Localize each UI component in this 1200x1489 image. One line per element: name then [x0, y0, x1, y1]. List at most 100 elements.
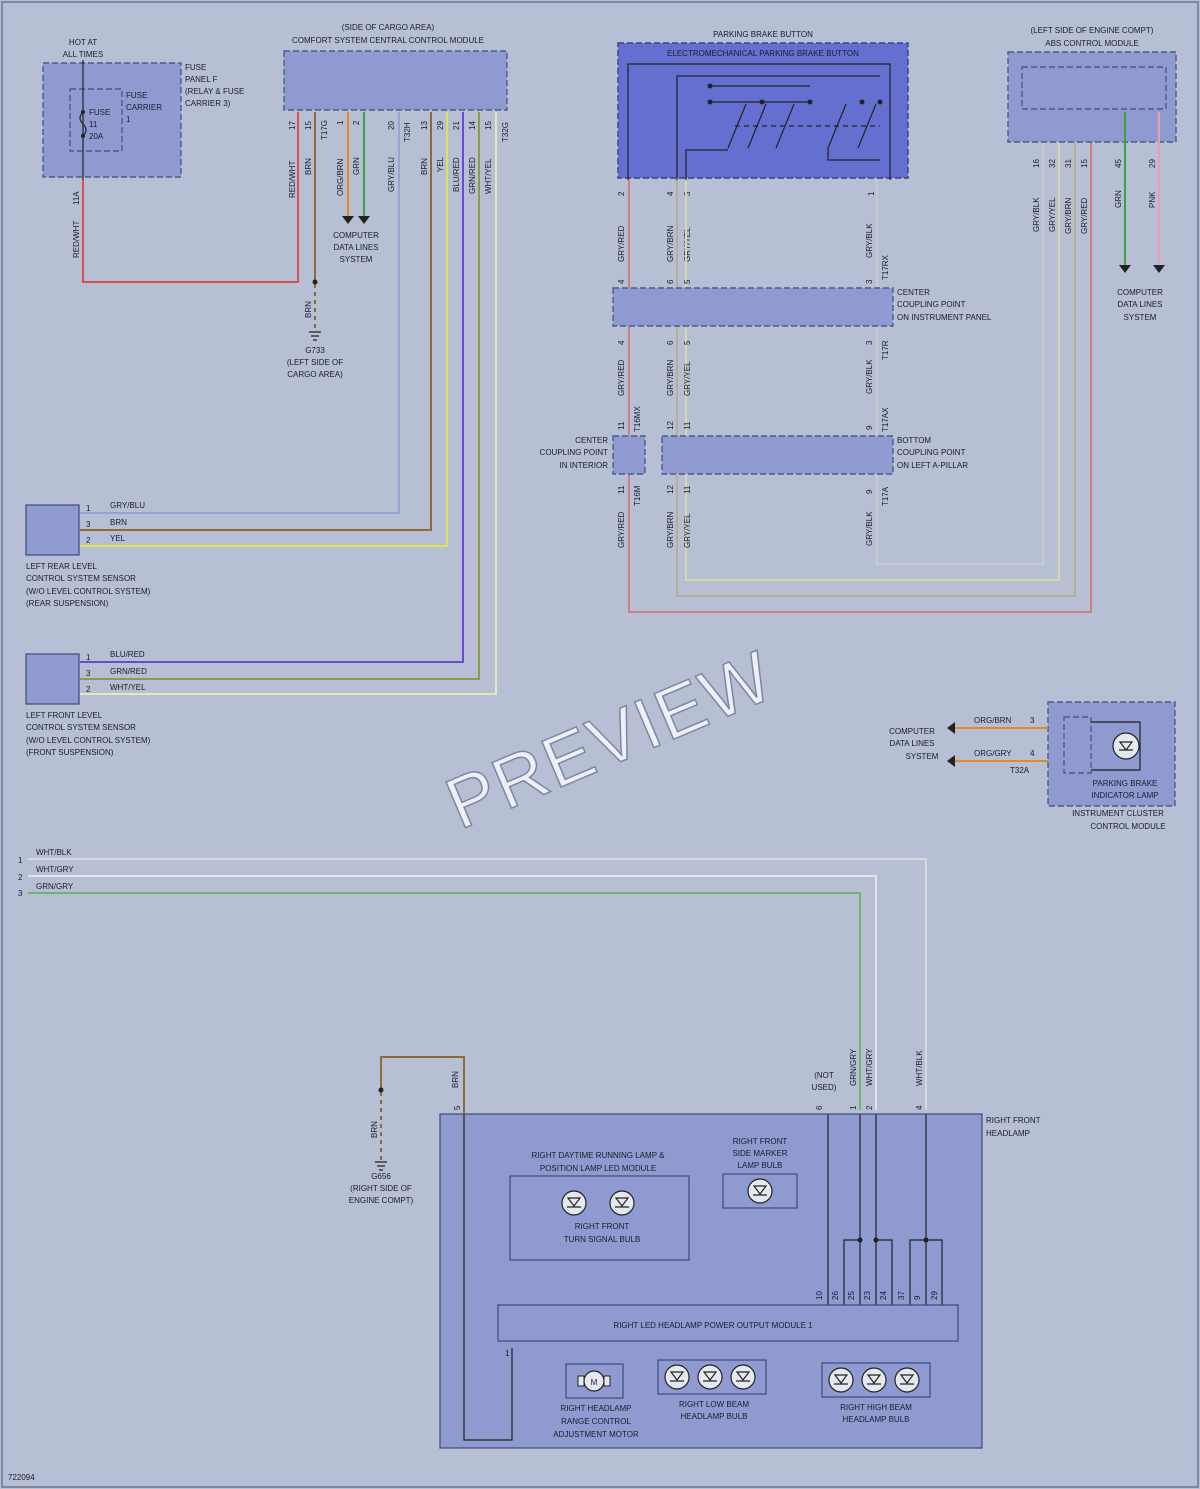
- cdl-1-label-3: SYSTEM: [340, 255, 373, 264]
- pm-pin-10: 10: [815, 1291, 824, 1300]
- not-used-label-2: USED): [812, 1083, 837, 1092]
- comfort-pin-15: 15: [304, 121, 313, 130]
- hl-splice-3: [923, 1237, 929, 1243]
- arrow-ic-2: [947, 755, 955, 767]
- comfort-conn-t32h: T32H: [403, 122, 412, 142]
- comfort-wire-blu-red: BLU/RED: [452, 157, 461, 192]
- drl-label-2: POSITION LAMP LED MODULE: [540, 1164, 656, 1173]
- fuse-panel: HOT AT ALL TIMES FUSE PANEL F (RELAY & F…: [42, 38, 244, 258]
- hl-wire-grn-gry: GRN/GRY: [849, 1048, 858, 1086]
- ic-module-label-1: INSTRUMENT CLUSTER: [1072, 809, 1164, 818]
- hl-wire-wht-blk: WHT/BLK: [915, 1050, 924, 1086]
- headlamp-box: [439, 1113, 983, 1449]
- motor-box: [565, 1363, 624, 1399]
- comfort-wire-grn: GRN: [352, 157, 361, 175]
- cdl-1-label-1: COMPUTER: [333, 231, 379, 240]
- g656-label-3: ENGINE COMPT): [349, 1196, 414, 1205]
- hl-line-pin2: [875, 1114, 893, 1305]
- sm-label-1: RIGHT FRONT: [733, 1137, 788, 1146]
- ic-lamp-loop: [1091, 721, 1141, 771]
- motor-label-3: ADJUSTMENT MOTOR: [553, 1430, 639, 1439]
- left-wire-wht-blk: WHT/BLK: [36, 848, 72, 857]
- pb-title: PARKING BRAKE BUTTON: [713, 30, 813, 39]
- headlamp-label-1: RIGHT FRONT: [986, 1116, 1041, 1125]
- ic-led-symbol: [1118, 741, 1134, 751]
- pb-wire-gry-red-1: GRY/RED: [617, 225, 626, 262]
- carrier-label-2: CARRIER: [126, 103, 162, 112]
- hl-wire-brn: BRN: [451, 1071, 460, 1088]
- pb-conn-t16m: T16M: [633, 485, 642, 506]
- side-marker-icon: [747, 1178, 773, 1204]
- high-beam-led-3: [894, 1367, 920, 1393]
- arrow-grn: [358, 216, 370, 224]
- cdl-2-label-2: DATA LINES: [1117, 300, 1162, 309]
- c1b-pin-3: 3: [865, 340, 874, 345]
- rear-pin-2: 2: [86, 536, 91, 545]
- wire-red-wht-fuse: [82, 112, 299, 283]
- g656-label-1: G656: [371, 1172, 391, 1181]
- headlamp-label-2: HEADLAMP: [986, 1129, 1030, 1138]
- bottom-coupling-box: [661, 435, 894, 475]
- comfort-pin-14: 14: [468, 121, 477, 130]
- c2-pin-12: 12: [666, 421, 675, 430]
- comfort-pin-17: 17: [288, 121, 297, 130]
- drl-led-icon-2: [609, 1190, 635, 1216]
- abs-wire-gry-blk: GRY/BLK: [1032, 197, 1041, 232]
- pb-wire-gry-blk-1: GRY/BLK: [865, 223, 874, 258]
- pb-wire-gry-blk-2: GRY/BLK: [865, 359, 874, 394]
- front-wire-wht-yel: WHT/YEL: [110, 683, 146, 692]
- rear-sensor-box: [25, 504, 80, 556]
- pb-dot-2: [707, 99, 713, 105]
- high-beam-led-2: [861, 1367, 887, 1393]
- pb-inner-label: ELECTROMECHANICAL PARKING BRAKE BUTTON: [667, 49, 859, 58]
- fuse-label-2: 11: [89, 120, 98, 129]
- pb-wire-gry-brn-2: GRY/BRN: [666, 359, 675, 396]
- ic-pin-3: 3: [1030, 716, 1035, 725]
- pm-pin-25: 25: [847, 1291, 856, 1300]
- pb-wire-gry-yel-2: GRY/YEL: [683, 361, 692, 396]
- pb-wire-gry-yel-1: GRY/YEL: [683, 227, 692, 262]
- pb-conn-t17ax: T17AX: [881, 407, 890, 432]
- motor-glyph: M: [591, 1378, 598, 1387]
- sm-label-2: SIDE MARKER: [732, 1149, 787, 1158]
- g733-ground-symbol: [309, 331, 321, 341]
- c2b-pin-12: 12: [666, 485, 675, 494]
- wire-yel-rear: [80, 112, 448, 547]
- front-pin-2: 2: [86, 685, 91, 694]
- c2b-pin-9: 9: [865, 489, 874, 494]
- comfort-wire-grn-red: GRN/RED: [468, 157, 477, 194]
- low-beam-symbols: [669, 1371, 751, 1382]
- center-coupling-panel-box: [612, 287, 894, 327]
- ic-wire-org-gry: ORG/GRY: [974, 749, 1012, 758]
- right-front-headlamp: RIGHT FRONT HEADLAMP (NOT USED) 5 6 1 2 …: [439, 1048, 1041, 1449]
- pm-pin-26: 26: [831, 1291, 840, 1300]
- sm-label-3: LAMP BULB: [738, 1161, 783, 1170]
- ic-pin-4: 4: [1030, 749, 1035, 758]
- wire-gry-red-pb: [628, 112, 1092, 613]
- rear-wire-brn: BRN: [110, 518, 127, 527]
- comfort-wire-wht-yel: WHT/YEL: [484, 158, 493, 194]
- panel-label-2: PANEL F: [185, 75, 218, 84]
- rear-wire-yel: YEL: [110, 534, 126, 543]
- pb-right-bus: [827, 148, 880, 161]
- ic-lamp-label-1: PARKING BRAKE: [1093, 779, 1158, 788]
- left-line-num-1: 1: [18, 856, 23, 865]
- drl-label-1: RIGHT DAYTIME RUNNING LAMP &: [532, 1151, 666, 1160]
- cdl-2-label-3: SYSTEM: [1124, 313, 1157, 322]
- comfort-module: (SIDE OF CARGO AREA) COMFORT SYSTEM CENT…: [283, 23, 510, 198]
- fuse-dot-bottom: [81, 134, 85, 138]
- cci-label-2: COUPLING POINT: [540, 448, 609, 457]
- g656-label-2: (RIGHT SIDE OF: [350, 1184, 412, 1193]
- pb-pin-1: 1: [867, 191, 876, 196]
- left-wire-grn-gry: GRN/GRY: [36, 882, 74, 891]
- c2-pin-11b: 11: [683, 421, 692, 430]
- wire-gry-yel-pb: [685, 112, 1060, 581]
- side-marker-symbol: [752, 1185, 768, 1196]
- rear-wire-gry-blu: GRY/BLU: [110, 501, 145, 510]
- fuse-wire-label: RED/WHT: [72, 221, 81, 258]
- pm-pin-23: 23: [863, 1291, 872, 1300]
- pb-conn-t17r: T17R: [881, 340, 890, 360]
- comfort-pin-21: 21: [452, 121, 461, 130]
- front-level-sensor: 1 3 2 BLU/RED GRN/RED WHT/YEL LEFT FRONT…: [25, 650, 151, 757]
- abs-wire-gry-red: GRY/RED: [1080, 197, 1089, 234]
